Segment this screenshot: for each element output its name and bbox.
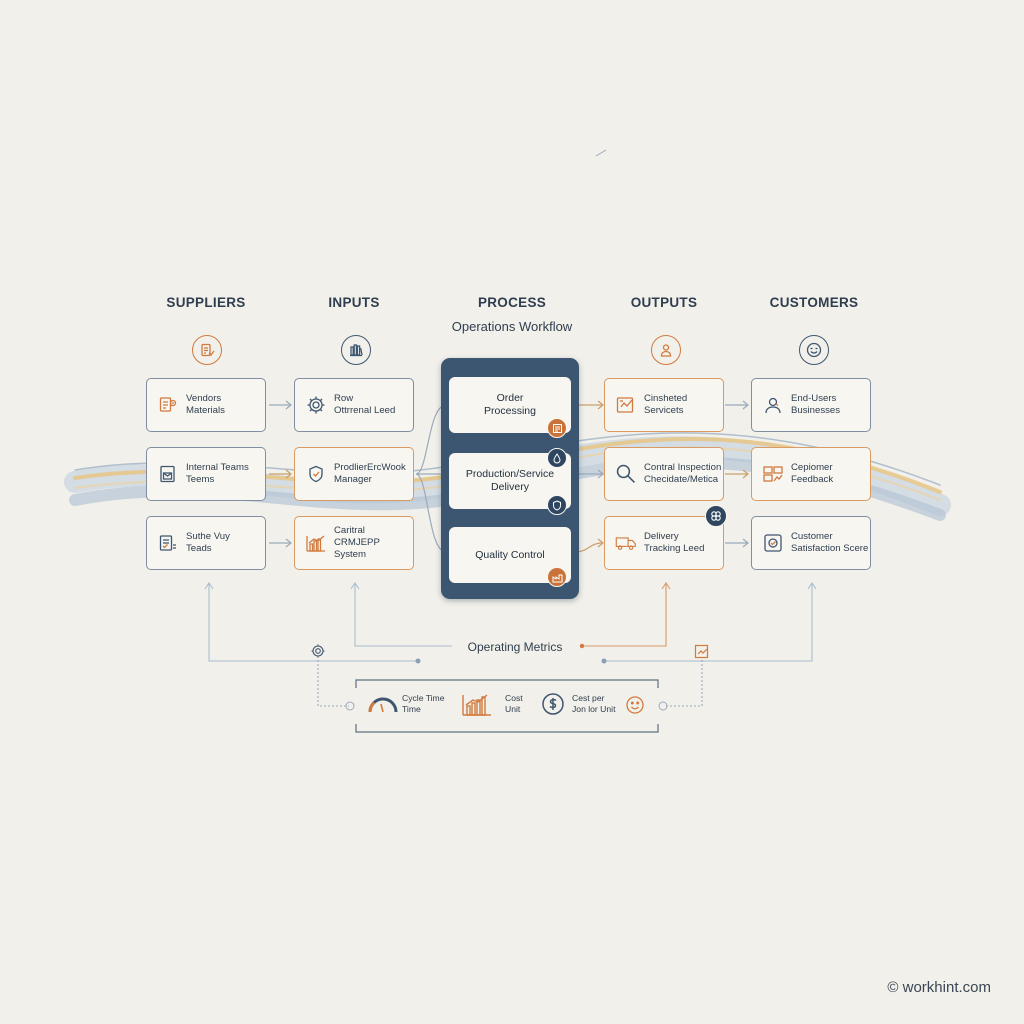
checklist-icon — [157, 532, 179, 554]
user-icon — [762, 394, 784, 416]
column-title-process: PROCESS — [477, 295, 547, 310]
customers-smile-icon — [799, 335, 829, 365]
supplier-line2: Materials — [186, 405, 225, 416]
supplier-line1: Vendors — [186, 393, 222, 404]
metrics-dots — [345, 643, 668, 711]
supplier-line2: Teads — [186, 543, 212, 554]
clipboard-icon — [157, 394, 179, 416]
shield-badge-icon — [547, 495, 567, 515]
metric-line1: Cycle Time — [402, 693, 445, 703]
column-title-outputs: OUTPUTS — [630, 295, 698, 310]
inputs-books-icon — [341, 335, 371, 365]
smiley-icon — [625, 695, 645, 720]
column-title-suppliers: SUPPLIERS — [166, 295, 246, 310]
process-line1: Order — [496, 392, 524, 404]
supplier-line2: Teems — [186, 474, 215, 485]
process-line2: Processing — [484, 405, 536, 417]
process-subtitle: Operations Workflow — [451, 319, 573, 334]
input-line2: Manager — [334, 474, 372, 485]
magnifier-icon — [615, 463, 637, 485]
output-line1: Contral Inspection — [644, 462, 722, 473]
column-title-inputs: INPUTS — [328, 295, 380, 310]
settings-icon — [310, 643, 326, 664]
gear-icon — [305, 394, 327, 416]
metric-line2: Unit — [505, 704, 521, 714]
input-line1: ProdlierErcWook — [334, 462, 406, 473]
customer-line1: End-Users — [791, 393, 837, 404]
copyright-footer: © workhint.com — [887, 979, 991, 996]
truck-icon — [615, 532, 637, 554]
metric-line2: Jon lor Unit — [572, 704, 616, 714]
input-line2: CRMJEPP System — [334, 537, 380, 560]
output-line2: Tracking Leed — [644, 543, 705, 554]
column-title-customers: CUSTOMERS — [769, 295, 859, 310]
drop-badge-icon — [547, 448, 567, 468]
metrics-feedback-lines — [204, 582, 817, 707]
outputs-person-icon — [651, 335, 681, 365]
metrics-bracket — [355, 679, 659, 733]
form-badge-icon — [547, 418, 567, 438]
metric-line2: Time — [402, 704, 421, 714]
process-line2: Delivery — [491, 481, 529, 493]
gauge-icon — [367, 693, 399, 720]
chart-box-icon — [762, 463, 784, 485]
metrics-title: Operating Metrics — [467, 640, 563, 654]
output-line2: Servicets — [644, 405, 684, 416]
clipboard-check-icon — [762, 532, 784, 554]
factory-badge-icon — [547, 567, 567, 587]
bar-chart-icon — [305, 532, 327, 554]
customer-line2: Businesses — [791, 405, 841, 416]
process-line1: Quality Control — [475, 548, 545, 561]
envelope-icon — [157, 463, 179, 485]
customer-line2: Satisfaction Scere — [791, 543, 869, 554]
input-line2: Ottrrenal Leed — [334, 405, 396, 416]
customer-line1: Customer — [791, 531, 833, 542]
decor-mark — [595, 149, 607, 157]
document-check-icon — [615, 394, 637, 416]
bar-chart-icon — [461, 691, 493, 722]
metric-line1: Cost — [505, 693, 523, 703]
process-line1: Production/Service — [465, 468, 555, 480]
supplier-line1: Internal Teams — [186, 462, 249, 473]
link-badge-icon — [705, 505, 727, 527]
output-line1: Delivery — [644, 531, 679, 542]
input-line1: Row — [334, 393, 354, 404]
shield-icon — [305, 463, 327, 485]
output-line2: Checidate/Metica — [644, 474, 719, 485]
suppliers-clipboard-icon — [192, 335, 222, 365]
customer-line2: Feedback — [791, 474, 834, 485]
metric-line1: Cest per — [572, 693, 605, 703]
trend-chart-icon — [694, 644, 710, 665]
input-line1: Caritral — [334, 525, 365, 536]
output-line1: Cinsheted — [644, 393, 688, 404]
customer-line1: Cepiomer — [791, 462, 833, 473]
dollar-icon — [541, 692, 565, 721]
supplier-line1: Suthe Vuy — [186, 531, 230, 542]
